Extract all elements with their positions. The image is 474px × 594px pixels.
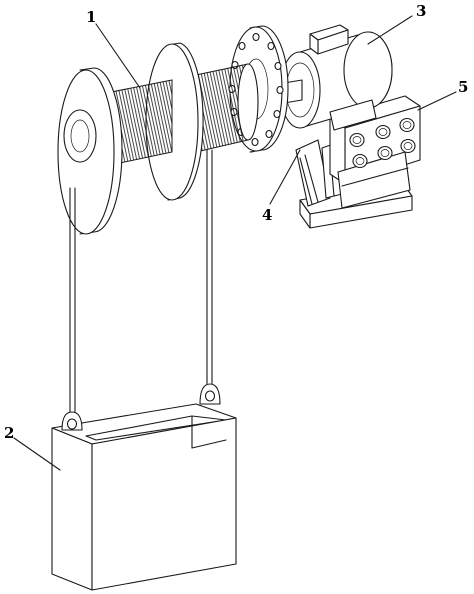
gearbox-bolts [349, 117, 416, 169]
callout-4: 4 [262, 206, 272, 224]
callout-2: 2 [4, 424, 14, 442]
callout-5: 5 [458, 78, 468, 96]
bucket-lug-left [61, 411, 83, 431]
hoist-bucket [51, 383, 237, 591]
winch-drum [57, 42, 259, 235]
leader-lines [13, 15, 457, 471]
hoist-cables [69, 149, 213, 421]
callout-3: 3 [416, 2, 426, 20]
motor [279, 24, 393, 131]
bucket-lug-right [199, 383, 221, 405]
callout-1: 1 [86, 8, 96, 26]
